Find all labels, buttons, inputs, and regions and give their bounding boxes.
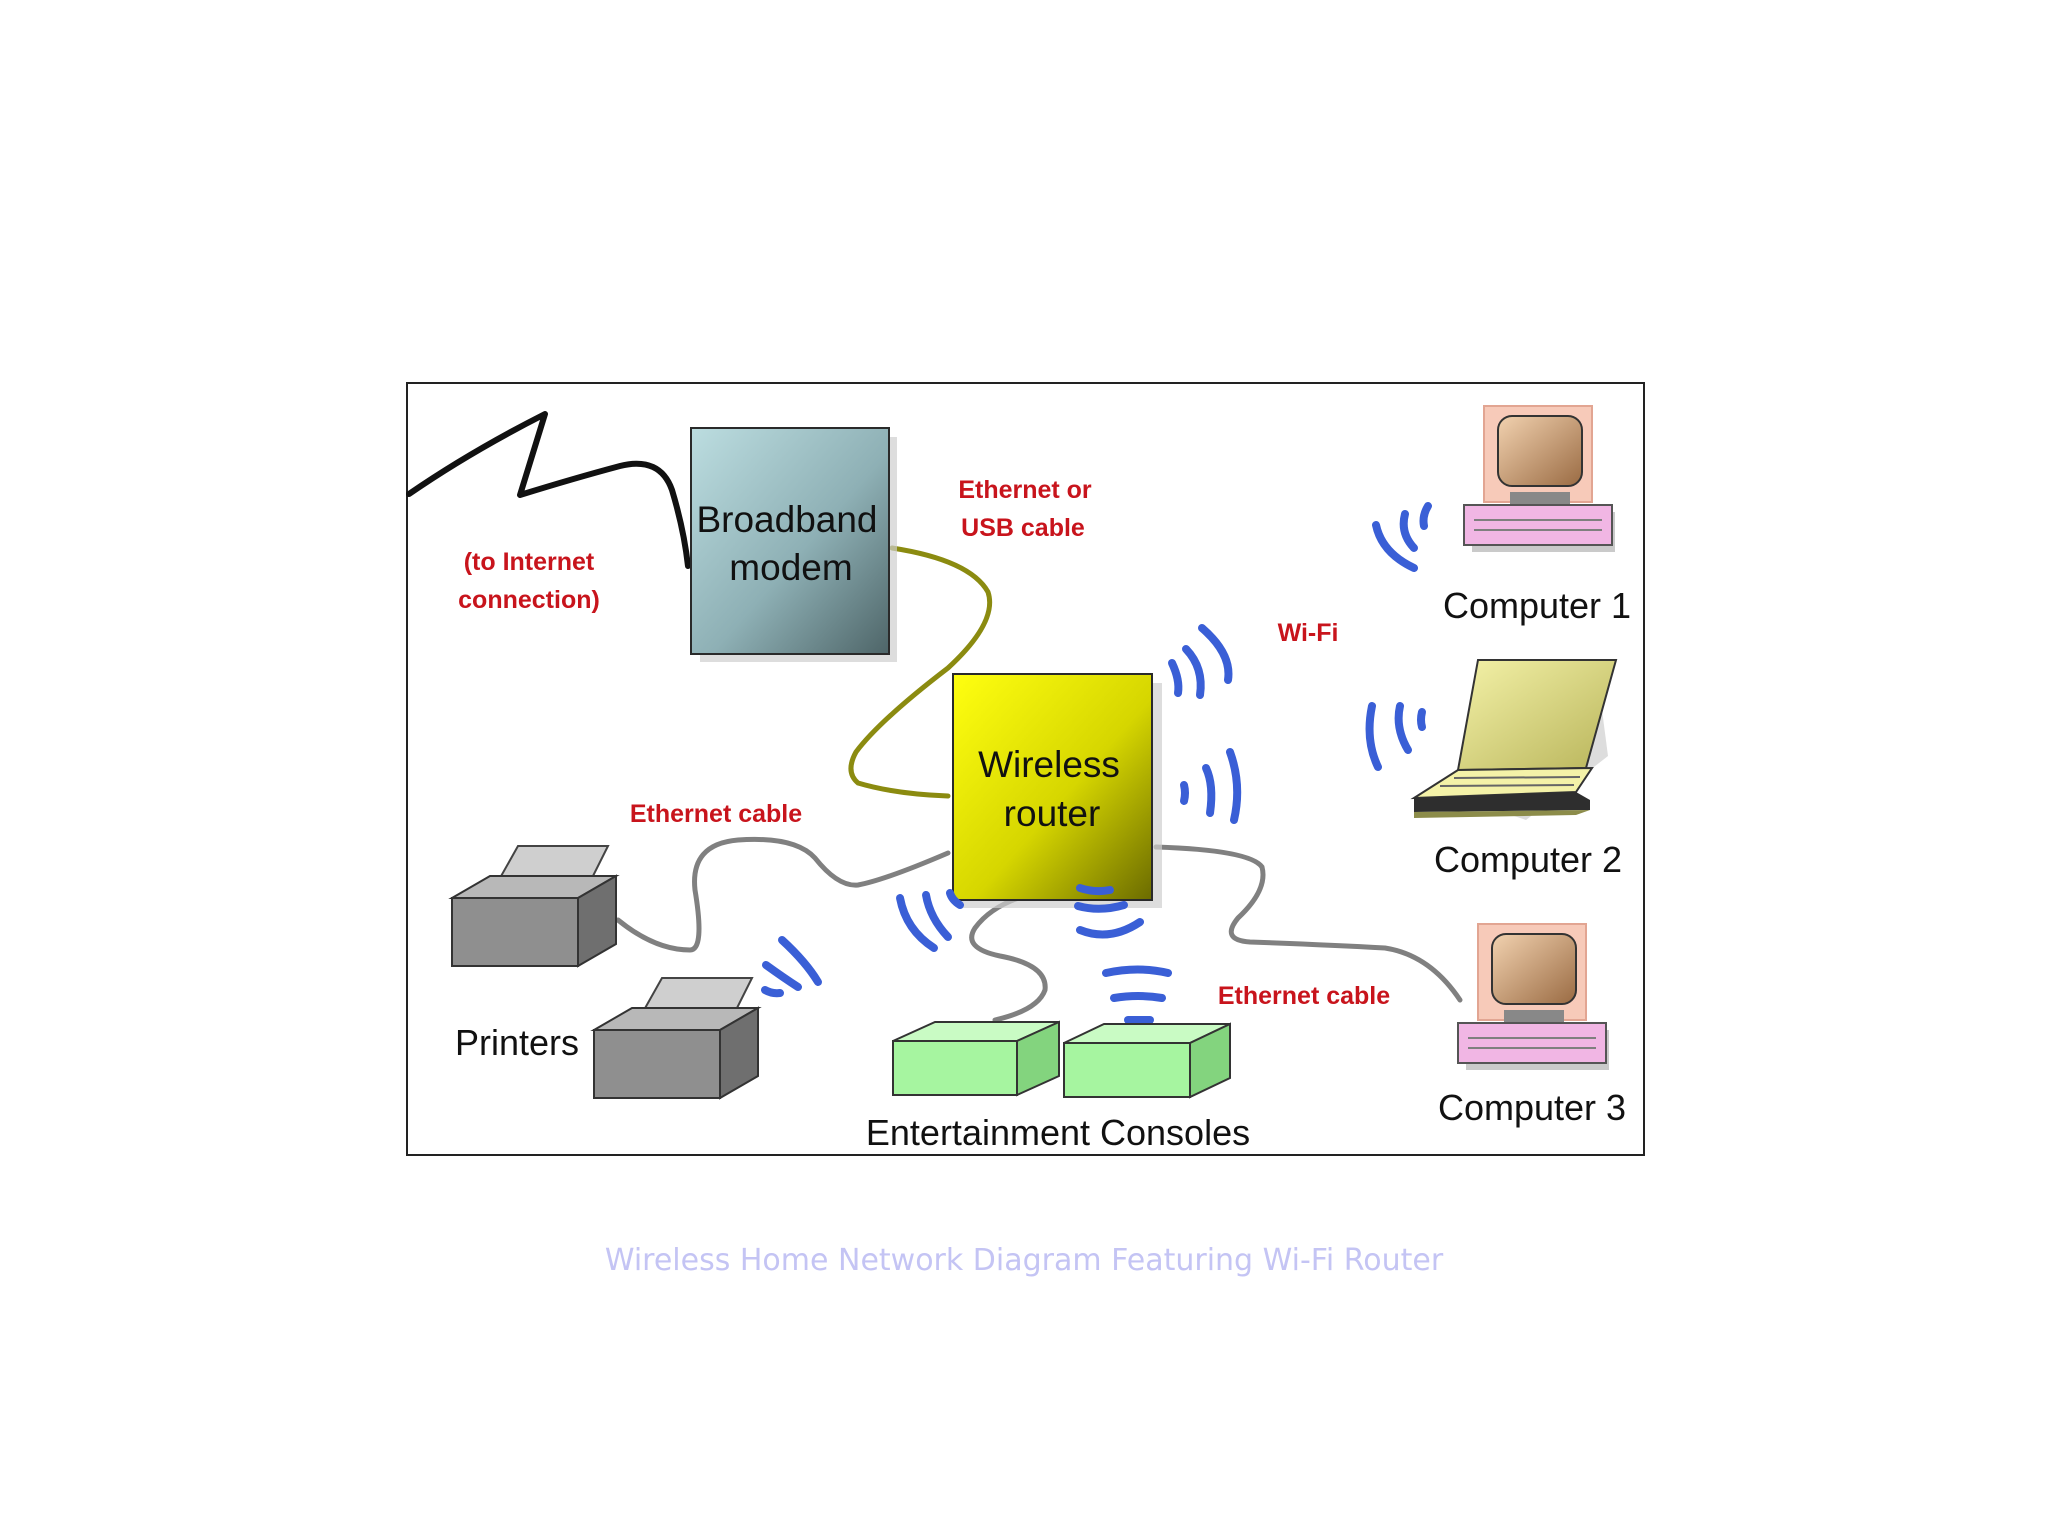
- wifi-wave-icon: [761, 936, 822, 998]
- console-1-icon: [892, 1020, 1060, 1097]
- printer-cable: [615, 836, 951, 953]
- figure-caption: Wireless Home Network Diagram Featuring …: [604, 1243, 1444, 1278]
- computer-2-label: Computer 2: [1434, 839, 1622, 880]
- wifi-note: Wi-Fi: [1278, 619, 1339, 647]
- wifi-wave-icon: [1180, 748, 1242, 824]
- modem-label-line1: Broadband: [696, 499, 877, 540]
- modem-label-line2: modem: [729, 547, 852, 588]
- wireless-router: Wireless router: [952, 673, 1162, 908]
- router-label-line2: router: [1004, 793, 1101, 834]
- printer-2-icon: [590, 977, 762, 1100]
- wifi-wave-icon: [1168, 624, 1233, 699]
- printers-label: Printers: [455, 1022, 579, 1063]
- modem-router-cable: [848, 545, 993, 799]
- computer-cable-note: Ethernet cable: [1218, 982, 1390, 1010]
- wifi-wave-icon: [1102, 965, 1172, 1024]
- computer3-cable: [1153, 844, 1463, 1003]
- wifi-waves: [761, 502, 1432, 1024]
- computer-1-label: Computer 1: [1443, 585, 1631, 626]
- internet-note-line1: (to Internet: [464, 548, 595, 576]
- modem-link-note-line2: USB cable: [961, 514, 1085, 542]
- console-2-icon: [1063, 1022, 1231, 1099]
- computer-1-icon: [1463, 405, 1615, 552]
- printer-1-icon: [448, 845, 620, 968]
- wifi-wave-icon: [1074, 884, 1144, 939]
- router-label-line1: Wireless: [978, 744, 1120, 785]
- internet-cable: [406, 411, 691, 569]
- modem-link-note-line1: Ethernet or: [958, 476, 1092, 504]
- broadband-modem: Broadband modem: [690, 427, 897, 662]
- internet-note-line2: connection): [458, 586, 600, 614]
- consoles-label: Entertainment Consoles: [866, 1112, 1250, 1153]
- wifi-wave-icon: [1365, 702, 1426, 771]
- computer-3-icon: [1457, 923, 1609, 1070]
- wifi-wave-icon: [896, 889, 964, 952]
- console-cable: [969, 892, 1048, 1023]
- wifi-wave-icon: [1372, 502, 1432, 572]
- computer-3-label: Computer 3: [1438, 1087, 1626, 1128]
- computer-2-icon: [1410, 659, 1618, 820]
- printer-cable-note: Ethernet cable: [630, 800, 802, 828]
